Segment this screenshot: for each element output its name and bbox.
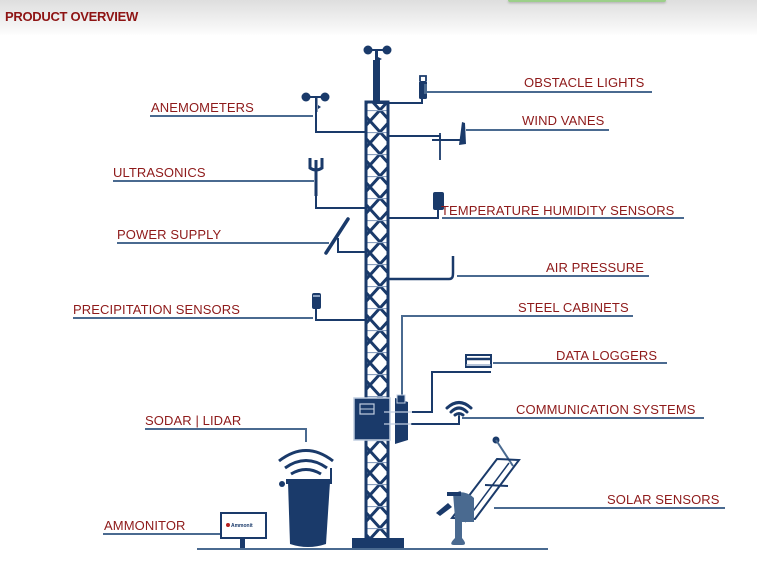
label-anemometers: ANEMOMETERS <box>151 100 254 115</box>
label-wind-vanes: WIND VANES <box>522 113 605 128</box>
lattice-tower <box>352 60 404 548</box>
air-pressure-sensor-icon <box>388 256 455 281</box>
sodar-lidar-icon <box>145 428 334 547</box>
label-precipitation-sensors: PRECIPITATION SENSORS <box>73 302 241 317</box>
label-steel-cabinets: STEEL CABINETS <box>518 300 629 315</box>
label-communication-systems: COMMUNICATION SYSTEMS <box>516 402 696 417</box>
anemometer-icon <box>301 92 366 133</box>
temperature-humidity-sensor-icon <box>388 192 444 219</box>
solar-tracker-icon <box>436 436 521 545</box>
label-temperature-humidity-sensors: TEMPERATURE HUMIDITY SENSORS <box>441 203 675 218</box>
ammonitor-icon: Ammonit <box>103 512 267 548</box>
label-sodar-lidar: SODAR | LIDAR <box>145 413 242 428</box>
label-obstacle-lights: OBSTACLE LIGHTS <box>524 75 645 90</box>
data-logger-icon <box>465 354 492 368</box>
steel-cabinet-icon <box>353 394 412 444</box>
label-air-pressure: AIR PRESSURE <box>546 260 645 275</box>
label-solar-sensors: SOLAR SENSORS <box>607 492 720 507</box>
ultrasonic-anemometer-icon <box>308 158 366 209</box>
header-bar: PRODUCT OVERVIEW <box>0 0 757 36</box>
top-anemometer-icon <box>363 45 392 62</box>
steel-cabinets-leader <box>401 315 633 396</box>
page-title: PRODUCT OVERVIEW <box>5 9 138 24</box>
label-power-supply: POWER SUPPLY <box>117 227 222 242</box>
green-tab-indicator <box>508 0 666 2</box>
communication-wifi-icon <box>411 401 473 425</box>
tower-base <box>352 538 404 548</box>
obstacle-light-icon <box>380 75 427 104</box>
data-logger-connector <box>412 371 491 413</box>
label-ammonitor: AMMONITOR <box>104 518 186 533</box>
mast-top-pole <box>373 60 380 104</box>
solar-panel-icon <box>324 217 366 255</box>
label-data-loggers: DATA LOGGERS <box>556 348 658 363</box>
wind-vane-icon <box>388 122 466 160</box>
ammonitor-screen-text: Ammonit <box>231 523 253 529</box>
precipitation-sensor-icon <box>312 293 366 321</box>
label-ultrasonics: ULTRASONICS <box>113 165 206 180</box>
